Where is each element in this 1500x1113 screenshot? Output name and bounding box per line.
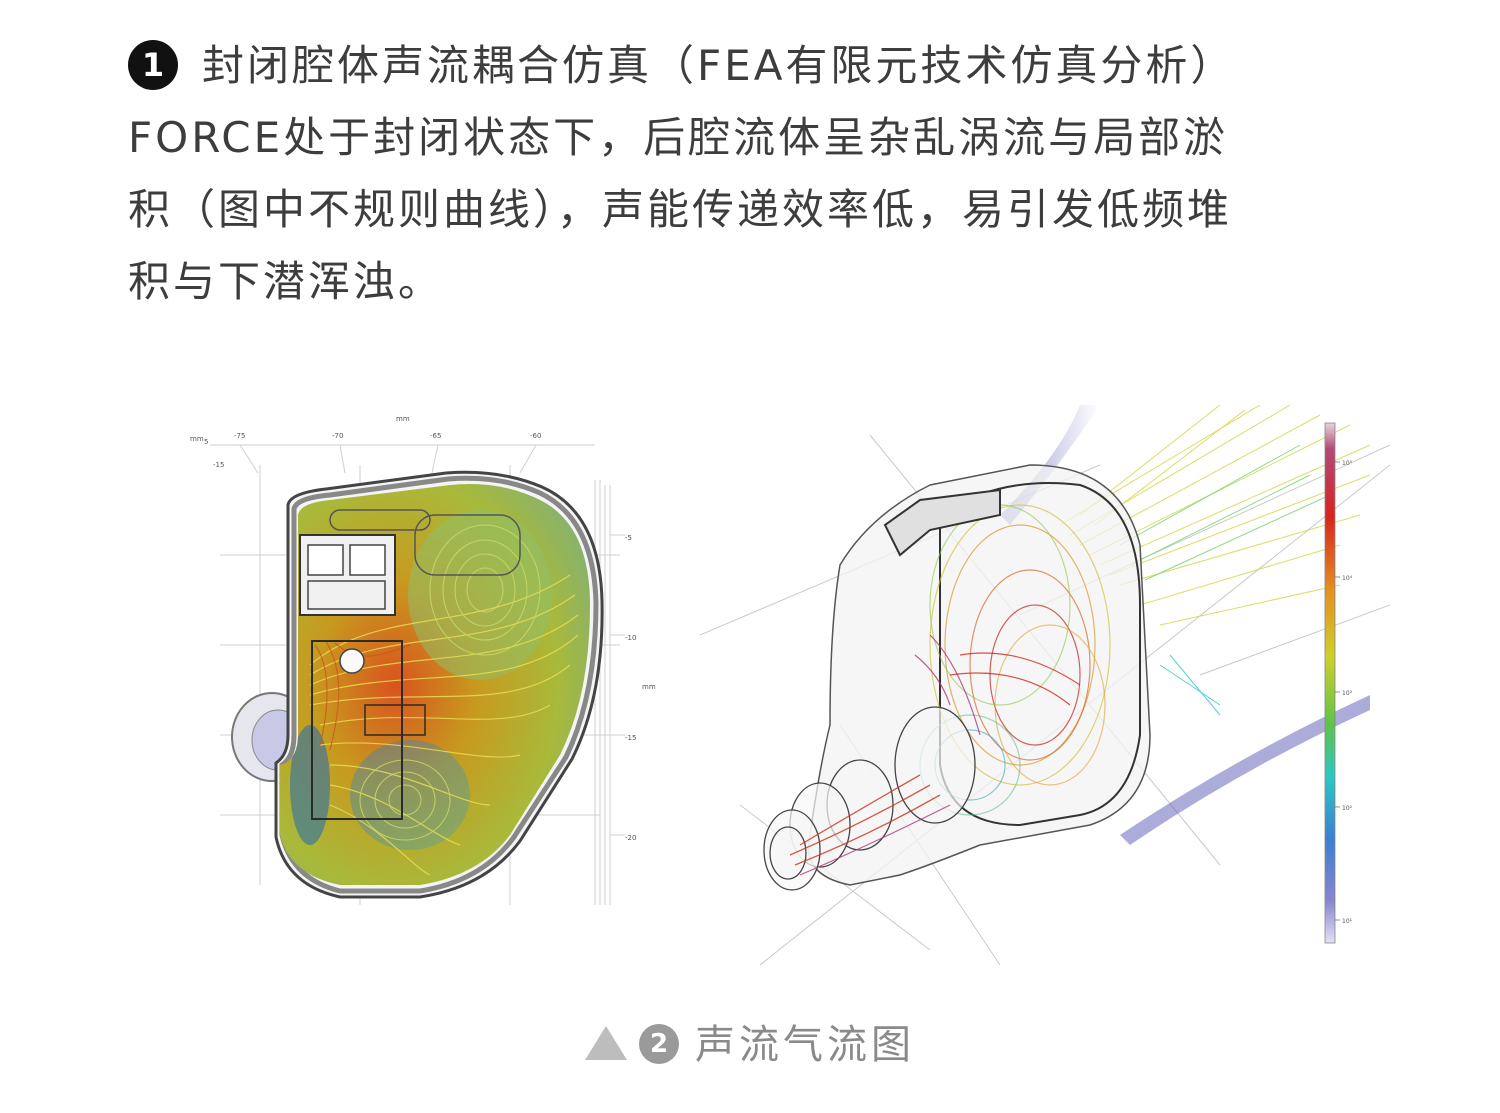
left-x-tick-1: -75 — [234, 432, 245, 440]
right-vortex-streamlines — [914, 504, 1111, 816]
left-right-tick-2: -10 — [625, 634, 636, 642]
caption-text: 声流气流图 — [695, 1022, 915, 1068]
right-housing — [807, 464, 1151, 886]
left-chamber-outline — [311, 640, 403, 820]
caption-triangle-icon — [585, 1026, 627, 1060]
left-x-tick-2: -70 — [332, 432, 343, 440]
left-x-tick-4: -60 — [530, 432, 541, 440]
left-simulation-svg: mm mm 5 -75 -70 -65 -60 -15 -5 -10 mm -1… — [190, 415, 656, 905]
heading-number-badge: 1 — [128, 40, 178, 90]
colorbar-tick-5: 10¹ — [1342, 918, 1353, 925]
right-simulation-svg: 10⁵ 10⁴ 10³ 10² 10¹ — [699, 404, 1391, 966]
left-simulation-figure: mm mm 5 -75 -70 -65 -60 -15 -5 -10 mm -1… — [180, 405, 700, 925]
left-right-tick-3: -15 — [625, 734, 636, 742]
left-right-tick-4: -20 — [625, 834, 636, 842]
heading-title-text: 封闭腔体声流耦合仿真（FEA有限元技术仿真分析） — [202, 41, 1236, 90]
heading-line-4: 积与下潜浑浊。 — [128, 257, 444, 306]
colorbar-tick-1: 10⁵ — [1342, 460, 1353, 467]
heading-line-1: 1 封闭腔体声流耦合仿真（FEA有限元技术仿真分析） — [128, 30, 1378, 102]
left-x-tick-3: -65 — [430, 432, 441, 440]
left-unit-corner: mm — [190, 435, 204, 443]
caption-number-badge: 2 — [639, 1024, 679, 1064]
heading-block: 1 封闭腔体声流耦合仿真（FEA有限元技术仿真分析） FORCE处于封闭状态下，后… — [128, 30, 1378, 318]
colorbar-tick-4: 10² — [1342, 805, 1353, 812]
left-vent-port — [339, 648, 365, 674]
left-unit-top: mm — [396, 415, 410, 423]
left-unit-right: mm — [642, 683, 656, 691]
heading-line-2: FORCE处于封闭状态下，后腔流体呈杂乱涡流与局部淤 — [128, 113, 1229, 162]
figure-caption: 2 声流气流图 — [0, 1012, 1500, 1070]
left-right-tick-1: -5 — [625, 534, 632, 542]
colorbar-tick-3: 10³ — [1342, 690, 1353, 697]
right-simulation-figure: 10⁵ 10⁴ 10³ 10² 10¹ — [699, 404, 1391, 975]
colorbar-tick-2: 10⁴ — [1342, 575, 1353, 582]
colorbar — [1324, 422, 1336, 944]
heading-line-3: 积（图中不规则曲线），声能传递效率低，易引发低频堆 — [128, 185, 1233, 234]
left-y-tick-top: -15 — [213, 461, 224, 469]
left-corner-tick: 5 — [204, 438, 208, 446]
